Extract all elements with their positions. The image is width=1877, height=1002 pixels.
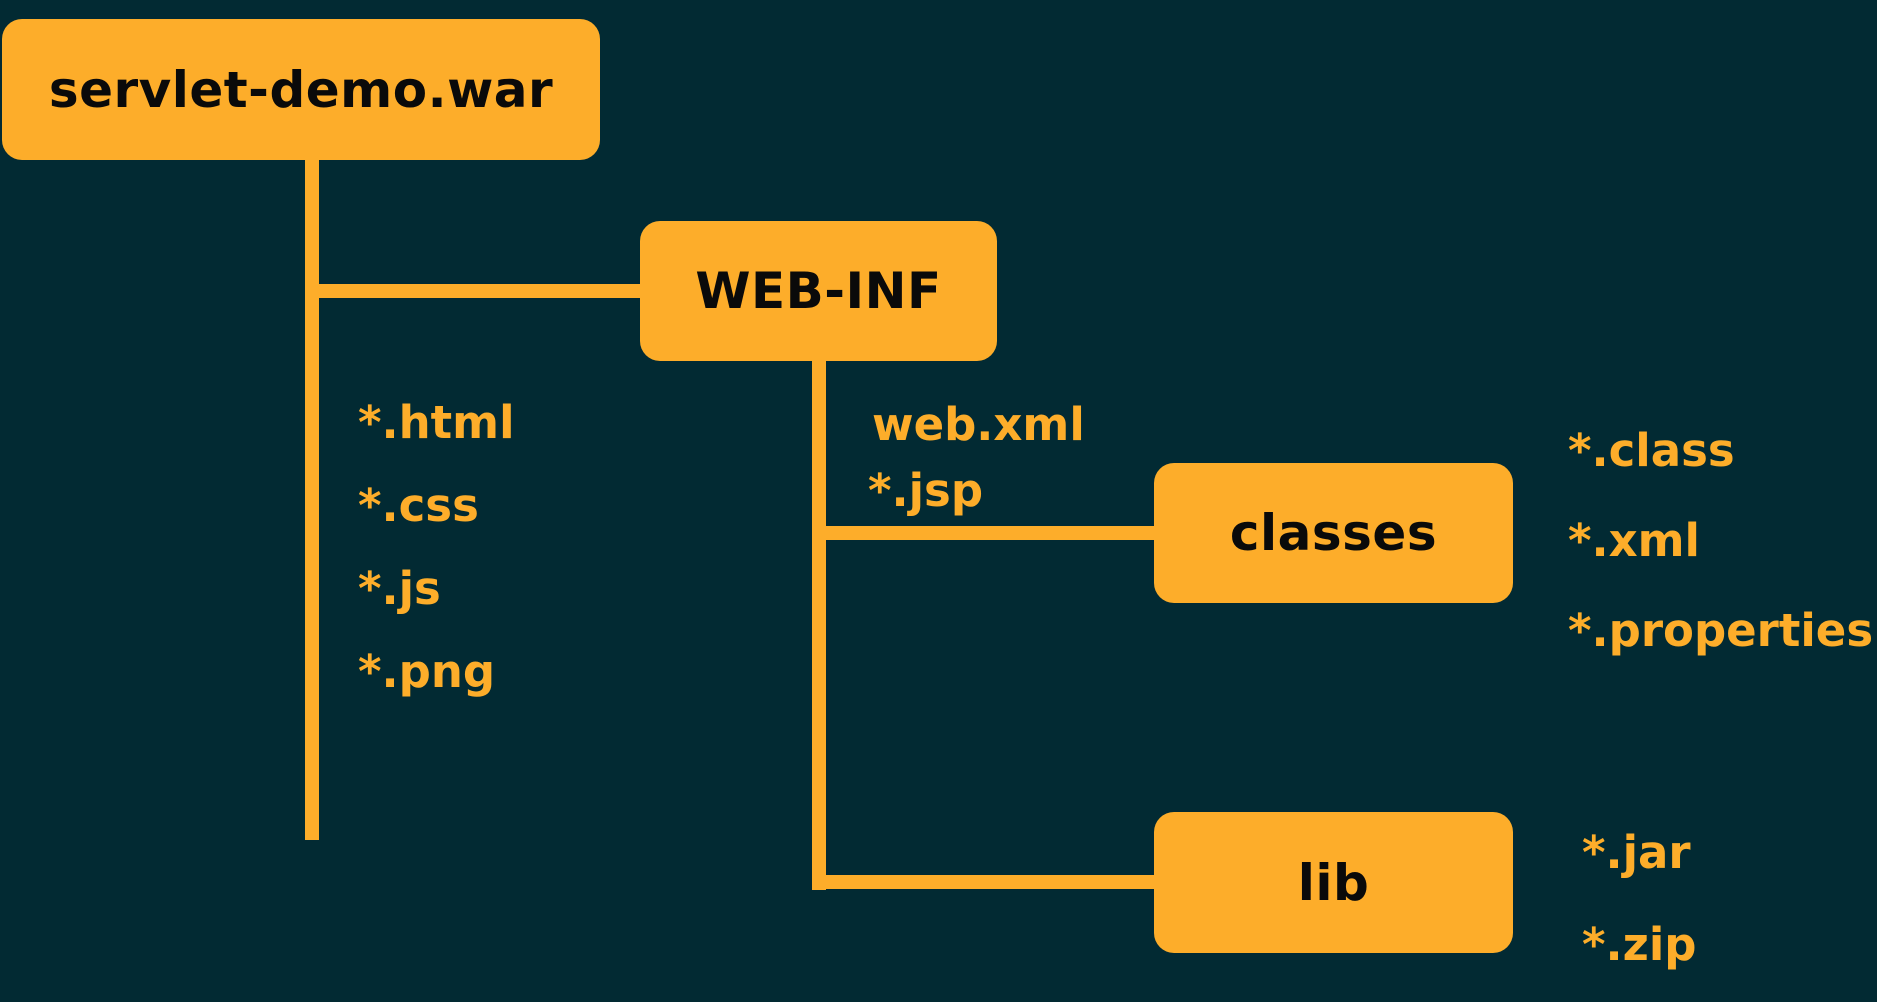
root-to-webinf-connector <box>305 284 640 298</box>
web-inf-label: WEB-INF <box>695 262 942 320</box>
classes-label: classes <box>1229 504 1438 562</box>
webinf-to-classes-connector <box>812 526 1154 540</box>
webinf-trunk-connector <box>812 361 826 890</box>
lib-file-zip: *.zip <box>1582 918 1697 971</box>
web-inf-file-jsp: *.jsp <box>868 464 984 517</box>
root-file-js: *.js <box>358 562 441 615</box>
root-file-png: *.png <box>358 645 496 698</box>
lib-file-jar: *.jar <box>1582 826 1691 879</box>
lib-label: lib <box>1297 853 1370 912</box>
classes-file-class: *.class <box>1568 424 1735 477</box>
classes-file-properties: *.properties <box>1568 604 1874 657</box>
webinf-to-lib-connector <box>812 875 1154 889</box>
root-file-css: *.css <box>358 479 479 532</box>
root-file-html: *.html <box>358 396 515 449</box>
web-inf-node: WEB-INF <box>640 221 997 361</box>
root-war-label: servlet-demo.war <box>48 60 554 119</box>
root-trunk-connector <box>305 160 319 840</box>
classes-node: classes <box>1154 463 1513 603</box>
classes-file-xml: *.xml <box>1568 514 1700 567</box>
web-inf-file-web-xml: web.xml <box>872 398 1085 451</box>
root-war-node: servlet-demo.war <box>2 19 600 160</box>
lib-node: lib <box>1154 812 1513 953</box>
